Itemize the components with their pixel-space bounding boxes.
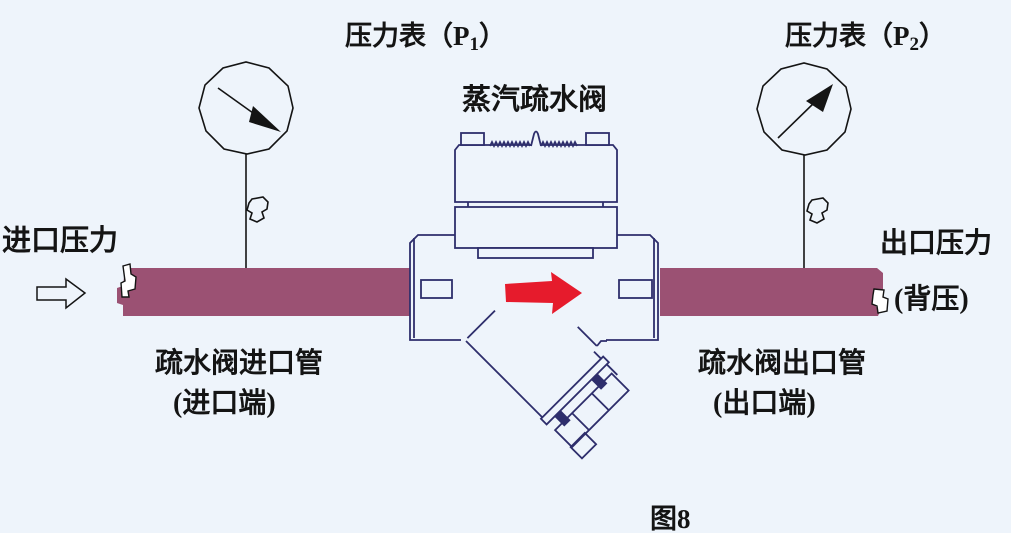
outlet-pipe-body xyxy=(660,268,883,316)
outlet-pipe xyxy=(660,268,889,316)
pipe-break-icon xyxy=(120,263,137,298)
label-gauge-p2-sub: 2 xyxy=(910,34,920,55)
valve-bonnet-flange xyxy=(477,247,594,259)
figure-caption: 图8 xyxy=(650,504,691,533)
valve-bonnet xyxy=(454,206,618,249)
label-gauge-p1-text: 压力表（P xyxy=(345,21,470,51)
inlet-pipe-body xyxy=(117,268,410,316)
strainer-notch xyxy=(596,340,607,347)
strainer-cap-flange xyxy=(553,372,630,449)
pressure-gauge-p1 xyxy=(198,61,294,268)
strainer-bolt-icon xyxy=(554,410,571,427)
cap-center-pin xyxy=(530,130,542,147)
steam-trap-valve xyxy=(409,130,659,460)
label-gauge-p1-close: ） xyxy=(479,21,506,51)
cap-knurl-right xyxy=(540,139,578,149)
label-gauge-p1: 压力表（P1） xyxy=(345,21,506,55)
label-outlet-pipe-line1: 疏水阀出口管 xyxy=(698,346,866,379)
stem-valve-icon xyxy=(246,196,269,223)
gauge-dial-icon xyxy=(756,62,852,156)
strainer-gasket-plate xyxy=(539,355,611,426)
gauge-needle xyxy=(777,100,817,139)
strainer-leg xyxy=(465,309,630,460)
label-outlet-pipe-line2: (出口端) xyxy=(713,387,816,419)
label-gauge-p2-text: 压力表（P xyxy=(785,21,910,51)
inlet-flow-arrow-icon xyxy=(36,277,87,310)
flow-arrow-icon xyxy=(505,272,582,314)
label-back-pressure: (背压) xyxy=(894,283,969,315)
cap-lug-left xyxy=(460,132,485,146)
strainer-bolt-icon xyxy=(591,373,608,390)
label-outlet-pressure: 出口压力 xyxy=(880,227,992,259)
label-gauge-p2-close: ） xyxy=(919,21,946,51)
label-inlet-pipe-line2: (进口端) xyxy=(173,387,276,419)
valve-top-cap xyxy=(454,144,618,203)
label-steam-trap: 蒸汽疏水阀 xyxy=(462,82,607,116)
gauge-needle-tip xyxy=(249,106,281,132)
label-gauge-p2: 压力表（P2） xyxy=(785,21,946,55)
pressure-gauge-p2 xyxy=(756,62,852,268)
label-gauge-p1-sub: 1 xyxy=(470,34,480,55)
gauge-dial-icon xyxy=(198,61,294,155)
cap-knurl-left xyxy=(489,139,531,149)
gauge-needle-tip xyxy=(806,84,833,112)
stem-valve-icon xyxy=(806,197,829,224)
valve-left-boss xyxy=(420,279,453,299)
valve-right-boss xyxy=(618,279,653,299)
cap-lug-right xyxy=(585,132,610,146)
label-inlet-pipe-line1: 疏水阀进口管 xyxy=(155,346,323,379)
label-inlet-pressure: 进口压力 xyxy=(2,224,118,257)
pipe-break-icon xyxy=(871,288,889,314)
inlet-pipe xyxy=(117,263,410,316)
strainer-end-nut xyxy=(569,431,598,460)
